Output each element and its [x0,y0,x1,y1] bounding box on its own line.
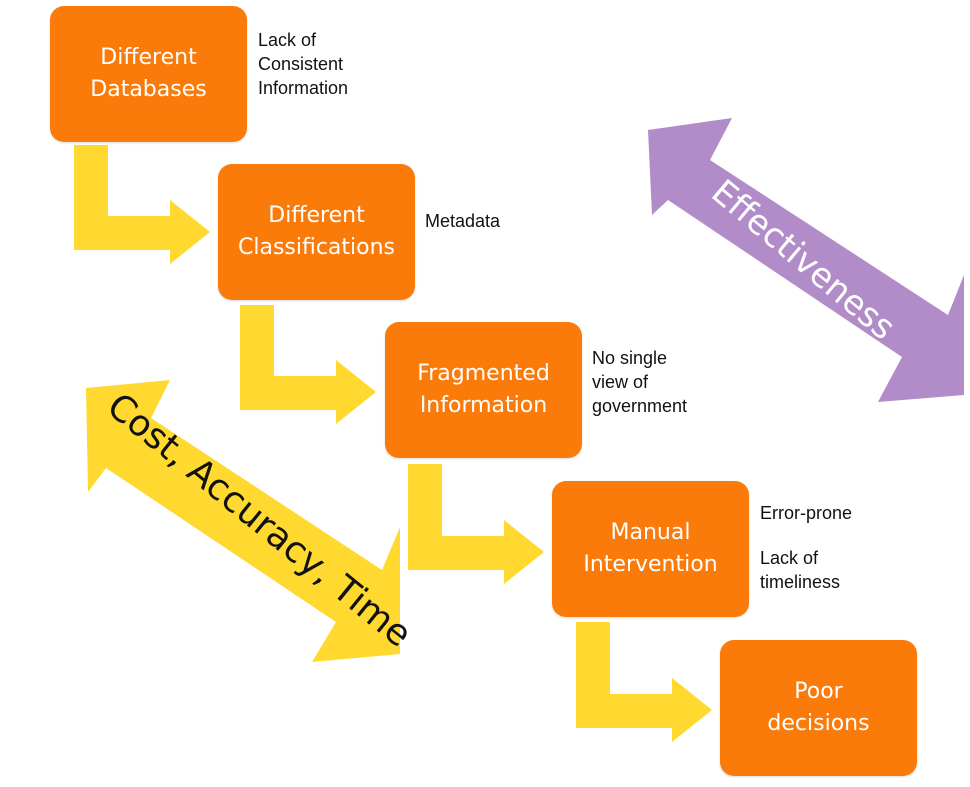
connector-arrow-4 [576,622,712,742]
step-line: Information [419,393,548,418]
step-line: Manual [610,520,691,545]
step-line: Different [100,45,197,70]
note-error-prone: Error-prone [760,503,853,523]
step-line: Fragmented [417,361,550,386]
connector-arrow-1 [74,145,210,264]
step-line: Intervention [583,552,718,577]
note-lack-of-timeliness: Lack of timeliness [760,548,841,592]
step-line: Classifications [237,235,396,260]
step-line: Databases [90,77,207,102]
step-line: Different [268,203,365,228]
note-metadata: Metadata [425,211,501,231]
connector-arrow-2 [240,305,376,424]
connector-arrow-3 [408,464,544,584]
step-line: decisions [767,711,870,736]
cost-accuracy-time-double-arrow [86,380,400,662]
note-no-single-view: No single view of government [592,348,688,416]
step-box-poor-decisions: Poor decisions [720,640,917,776]
effectiveness-double-arrow [648,118,964,402]
note-lack-consistent-info: Lack of Consistent Information [258,30,349,98]
step-line: Poor [794,679,843,704]
